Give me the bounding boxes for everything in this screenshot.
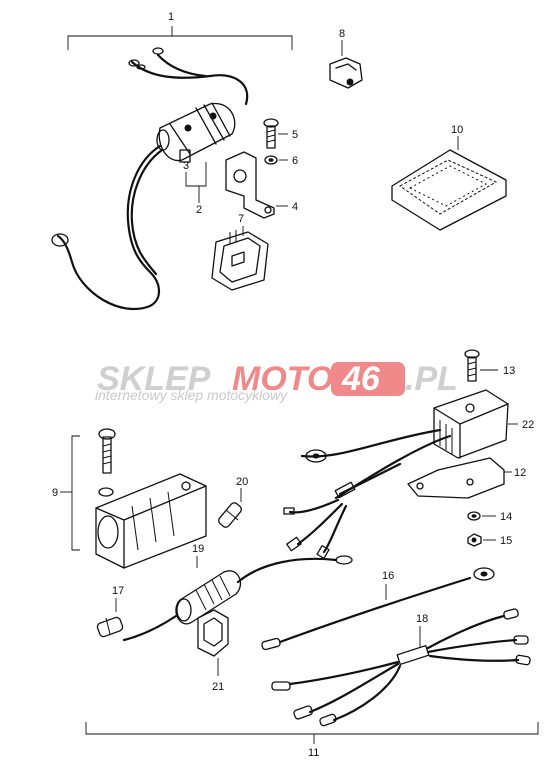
callout-7: 7 (238, 213, 244, 225)
cdi-unit (95, 473, 207, 569)
bolt-5 (263, 118, 279, 149)
plug-wire (51, 144, 164, 311)
callout-12: 12 (514, 467, 526, 479)
pad-10 (391, 149, 507, 231)
watermark: SKLEP MOTO 46 .PL internetowy sklep moto… (95, 360, 458, 403)
callout-5: 5 (292, 129, 298, 141)
bracket-1 (67, 26, 293, 50)
rubber-mount-7 (211, 230, 269, 291)
callout-1: 1 (168, 11, 174, 23)
watermark-46-badge: 46 (331, 360, 405, 398)
harness-18 (271, 608, 531, 727)
plug-cap-17 (96, 616, 124, 638)
nut-15 (467, 533, 482, 547)
washer-14 (467, 511, 481, 521)
bolt-9 (98, 428, 116, 497)
fuse-20 (218, 502, 242, 528)
grommet-8 (329, 57, 363, 89)
callout-14: 14 (500, 511, 512, 523)
callout-13: 13 (503, 365, 515, 377)
callout-19: 19 (192, 543, 204, 555)
watermark-moto: MOTO (232, 360, 333, 398)
ignition-coil-19 (122, 555, 353, 642)
regulator-22 (433, 389, 509, 459)
callout-20: 20 (236, 476, 248, 488)
clamp-21 (197, 609, 229, 657)
bracket-4 (225, 151, 275, 219)
lead-wire-16 (261, 567, 495, 651)
callout-11: 11 (308, 747, 319, 759)
callout-21: 21 (212, 681, 224, 693)
watermark-pl: .PL (405, 360, 458, 398)
callout-16: 16 (382, 570, 394, 582)
callout-15: 15 (500, 535, 512, 547)
callout-22: 22 (522, 419, 534, 431)
callout-4: 4 (292, 201, 298, 213)
callout-6: 6 (292, 155, 298, 167)
cdi-coil-wire-top (128, 47, 249, 106)
bolt-13 (464, 349, 480, 382)
ignition-coil (156, 102, 236, 163)
callout-9: 9 (52, 487, 58, 499)
callout-17: 17 (112, 585, 124, 597)
regulator-harness (283, 428, 452, 559)
watermark-46: 46 (341, 360, 381, 398)
callout-8: 8 (339, 28, 345, 40)
washer-6 (264, 155, 278, 165)
callout-3: 3 (183, 160, 189, 172)
callout-2: 2 (196, 204, 202, 216)
callout-18: 18 (416, 613, 428, 625)
plate-12 (407, 457, 505, 499)
watermark-subtitle: internetowy sklep motocyklowy (95, 387, 288, 403)
watermark-sklep: SKLEP (97, 360, 211, 398)
callout-10: 10 (451, 124, 463, 136)
